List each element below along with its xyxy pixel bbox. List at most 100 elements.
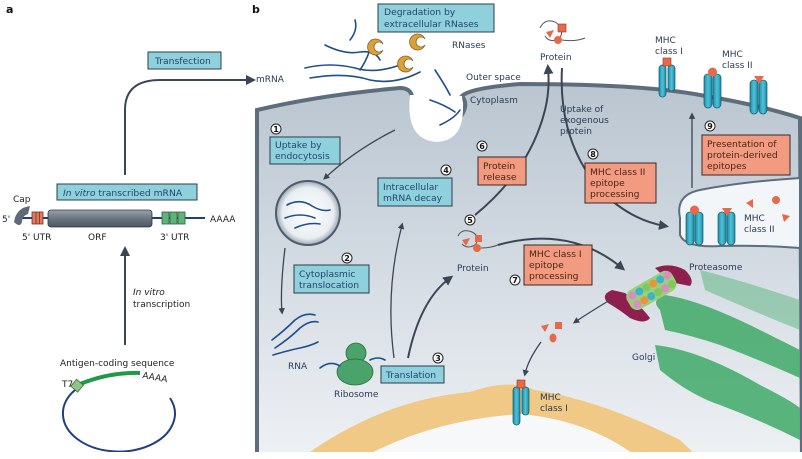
step-2: 2 Cytoplasmic translocation: [293, 252, 370, 294]
utr5-label: 5' UTR: [22, 233, 51, 243]
step-9: 9 Presentation of protein-derived epitop…: [701, 120, 791, 176]
orf-element: [47, 209, 153, 228]
er-mhc-class-i: [512, 379, 530, 426]
panel-letter-a: a: [6, 3, 13, 16]
ivt-label-rest: transcription: [133, 300, 190, 310]
cap-label: Cap: [13, 195, 31, 205]
antigen-coding-label: Antigen-coding sequence: [60, 359, 175, 369]
ivt-mrna-label-italic: In vitro: [63, 188, 96, 199]
mhc-i-processing-arrow: [497, 237, 626, 271]
step-7-line-1: MHC class I: [529, 249, 582, 260]
utr3-element-3: [177, 211, 186, 225]
utr3-element-2: [169, 211, 178, 225]
golgi-label: Golgi: [632, 353, 655, 363]
step-8-line-1: MHC class II: [590, 167, 645, 178]
panel-a: a Transfection In vitro transcribed mRNA…: [2, 3, 256, 453]
ivt-mrna-label: In vitro transcribed mRNA: [63, 188, 183, 199]
epitope-circle: [549, 333, 557, 343]
step-4-number: 4: [443, 166, 449, 175]
utr3-element-1: [161, 211, 170, 225]
endocytosis-arrow: [323, 129, 396, 180]
utr3-label: 3' UTR: [160, 233, 189, 243]
step-1: 1 Uptake by endocytosis: [269, 123, 341, 165]
epitope-triangle: [541, 324, 549, 332]
step-8: 8 MHC class II epitope processing: [584, 148, 657, 204]
rnase-icon: [409, 33, 426, 51]
step-2-box: [293, 264, 370, 294]
uptake-line-2: exogenous: [560, 116, 609, 126]
step-9-line-2: protein-derived: [707, 150, 778, 161]
er-lumen: [360, 414, 640, 459]
panel-b: b Endoplasmic reticulum Golgi mRNA: [252, 3, 802, 459]
step-9-number: 9: [707, 122, 713, 131]
step-5-number: 5: [467, 216, 473, 225]
extracellular-mrna: [304, 19, 461, 126]
t7-promoter: [70, 378, 84, 393]
surface-mhc-class-i: [658, 57, 676, 98]
panel-letter-b: b: [252, 3, 260, 16]
proteasome-label: Proteasome: [689, 263, 743, 273]
step-6-line-2: release: [483, 172, 517, 183]
poly-a-tail: AAAA: [210, 215, 236, 225]
step-3: 3 Translation: [380, 352, 445, 384]
ivt-label-italic: In vitro: [133, 288, 165, 298]
mhc-i-er-line-2: class I: [540, 404, 568, 414]
transfection-label: Transfection: [154, 56, 211, 67]
rnase-icon: [367, 38, 384, 56]
plasmid-poly-a: AAAA: [141, 371, 169, 385]
cap-icon: [14, 206, 30, 225]
golgi-cisterna-2: [655, 345, 800, 440]
mhc-ii-top-line-2: class II: [722, 61, 753, 71]
step-2-line-2: translocation: [299, 280, 359, 291]
epitope-circle: [772, 196, 780, 204]
step-7-line-3: processing: [529, 271, 579, 282]
step-7: 7 MHC class I epitope processing: [509, 244, 593, 286]
translocation-arrow: [278, 247, 286, 315]
step-1-line-1: Uptake by: [275, 140, 322, 151]
utr5-element: [31, 211, 44, 225]
rna-label: RNA: [288, 362, 308, 372]
mrna-decay-arrow: [390, 222, 405, 359]
endosomal-mhc-ii-2: [717, 208, 736, 246]
intracellular-protein: [457, 230, 501, 252]
epitope-triangle: [746, 199, 753, 208]
step-4-line-2: mRNA decay: [383, 193, 443, 204]
step-7-box: [523, 244, 593, 286]
step-8-line-3: processing: [590, 189, 640, 200]
antigen-coding-sequence: [79, 370, 141, 386]
step-2-line-1: Cytoplasmic: [299, 269, 355, 280]
step-6-box: [477, 156, 527, 186]
protein-release-arrow: [474, 64, 554, 216]
rnases: [367, 33, 426, 73]
transfection-box: [147, 51, 222, 70]
step-6: 6 Protein release: [476, 140, 527, 186]
translation-arrow: [407, 275, 454, 359]
step-9-line-1: Presentation of: [707, 139, 777, 150]
endosomal-mhc-ii-1: [685, 205, 704, 246]
outer-space-label: Outer space: [466, 73, 521, 83]
epitope-triangle: [782, 214, 790, 222]
step-7-number: 7: [512, 276, 518, 285]
degradation-line-2: extracellular RNases: [384, 19, 479, 30]
extracellular-protein: [539, 20, 586, 44]
step-4: 4 Intracellular mRNA decay: [377, 164, 453, 207]
t7-label: T7: [61, 380, 73, 390]
step-8-line-2: epitope: [590, 178, 625, 189]
degradation-line-1: Degradation by: [384, 7, 456, 18]
mhc-ii-vesicle-line-1: MHC: [744, 214, 765, 224]
step-2-number: 2: [344, 254, 350, 263]
mhc-i-top-line-1: MHC: [655, 36, 676, 46]
step-8-number: 8: [590, 150, 596, 159]
mhc-i-top-line-2: class I: [655, 47, 683, 57]
step-8-box: [584, 162, 657, 204]
proteasome: [604, 265, 692, 322]
golgi-cisterna-3: [700, 270, 800, 330]
uptake-line-3: protein: [560, 127, 592, 137]
endocytic-pit: [409, 95, 463, 142]
step-9-box: [701, 134, 791, 176]
endosome: [275, 180, 341, 246]
step-1-number: 1: [273, 125, 279, 134]
step-6-number: 6: [479, 142, 485, 151]
step-4-line-1: Intracellular: [383, 182, 438, 193]
